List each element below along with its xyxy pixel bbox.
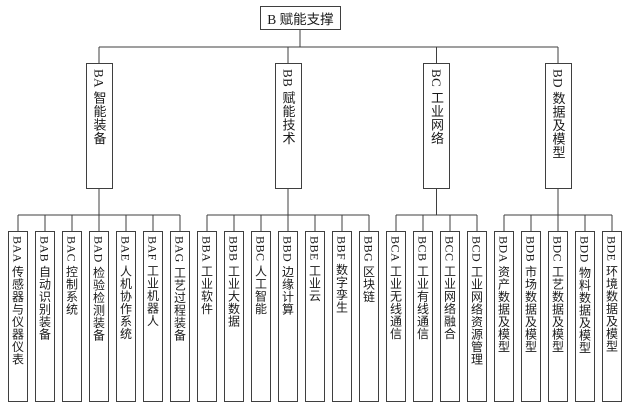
node-leaf-label: BAE 人机协作系统 bbox=[118, 236, 133, 340]
node-branch-label: BB 赋能技术 bbox=[280, 69, 296, 146]
node-leaf-label: BCD 工业网络资源管理 bbox=[469, 236, 484, 366]
node-leaf-bcc: BCC 工业网络融合 bbox=[440, 231, 460, 402]
node-leaf-bae: BAE 人机协作系统 bbox=[116, 231, 136, 402]
node-leaf-bdc: BDC 工艺数据及模型 bbox=[548, 231, 568, 402]
node-leaf-baa: BAA 传感器与仪器仪表 bbox=[8, 231, 28, 402]
node-leaf-label: BCC 工业网络融合 bbox=[442, 236, 457, 341]
node-branch-label: BA 智能装备 bbox=[91, 69, 107, 146]
node-leaf-label: BBF 数字孪生 bbox=[334, 236, 349, 314]
node-leaf-bbc: BBC 人工智能 bbox=[251, 231, 271, 402]
node-leaf-bba: BBA 工业软件 bbox=[197, 231, 217, 402]
node-leaf-bbe: BBE 工业云 bbox=[305, 231, 325, 402]
node-branch-label: BD 数据及模型 bbox=[550, 69, 566, 160]
node-root: B 赋能支撑 bbox=[260, 6, 341, 30]
node-leaf-label: BBG 区块链 bbox=[361, 236, 376, 304]
node-root-label: B 赋能支撑 bbox=[267, 12, 334, 27]
node-leaf-bac: BAC 控制系统 bbox=[62, 231, 82, 402]
node-leaf-label: BDE 环境数据及模型 bbox=[604, 236, 619, 353]
node-leaf-label: BAF 工业机器人 bbox=[145, 236, 160, 327]
node-leaf-bab: BAB 自动识别装备 bbox=[35, 231, 55, 402]
node-leaf-bbd: BBD 边缘计算 bbox=[278, 231, 298, 402]
node-leaf-label: BAB 自动识别装备 bbox=[37, 236, 52, 341]
node-leaf-bdb: BDB 市场数据及模型 bbox=[521, 231, 541, 402]
node-leaf-bad: BAD 检验检测装备 bbox=[89, 231, 109, 402]
node-leaf-label: BBC 人工智能 bbox=[253, 236, 268, 316]
node-branch-label: BC 工业网络 bbox=[429, 69, 444, 146]
node-leaf-bde: BDE 环境数据及模型 bbox=[602, 231, 622, 402]
node-branch-bd: BD 数据及模型 bbox=[544, 63, 572, 189]
node-leaf-label: BCA 工业无线通信 bbox=[388, 236, 403, 341]
node-branch-bc: BC 工业网络 bbox=[423, 63, 450, 189]
node-leaf-label: BAC 控制系统 bbox=[64, 236, 79, 316]
node-leaf-bbf: BBF 数字孪生 bbox=[332, 231, 352, 402]
node-leaf-bdd: BDD 物料数据及模型 bbox=[575, 231, 595, 402]
node-leaf-label: BAD 检验检测装备 bbox=[91, 236, 106, 342]
node-leaf-label: BDD 物料数据及模型 bbox=[577, 236, 592, 354]
node-leaf-bbb: BBB 工业大数据 bbox=[224, 231, 244, 402]
node-leaf-label: BDA 资产数据及模型 bbox=[496, 236, 511, 354]
node-leaf-bag: BAG 工艺过程装备 bbox=[170, 231, 190, 402]
node-leaf-bcd: BCD 工业网络资源管理 bbox=[467, 231, 487, 402]
node-leaf-label: BAG 工艺过程装备 bbox=[172, 236, 187, 342]
node-leaf-label: BDB 市场数据及模型 bbox=[523, 236, 538, 354]
node-branch-ba: BA 智能装备 bbox=[85, 63, 113, 189]
node-leaf-label: BBE 工业云 bbox=[307, 236, 322, 302]
node-leaf-bca: BCA 工业无线通信 bbox=[386, 231, 406, 402]
node-leaf-baf: BAF 工业机器人 bbox=[143, 231, 163, 402]
node-leaf-label: BCB 工业有线通信 bbox=[415, 236, 430, 341]
node-leaf-label: BBD 边缘计算 bbox=[280, 236, 295, 316]
node-leaf-label: BAA 传感器与仪器仪表 bbox=[10, 236, 25, 366]
node-leaf-label: BBA 工业软件 bbox=[199, 236, 214, 316]
node-branch-bb: BB 赋能技术 bbox=[274, 63, 302, 189]
node-leaf-bcb: BCB 工业有线通信 bbox=[413, 231, 433, 402]
node-leaf-bda: BDA 资产数据及模型 bbox=[494, 231, 514, 402]
node-leaf-label: BDC 工艺数据及模型 bbox=[550, 236, 565, 354]
node-leaf-label: BBB 工业大数据 bbox=[226, 236, 241, 328]
node-leaf-bbg: BBG 区块链 bbox=[359, 231, 379, 402]
